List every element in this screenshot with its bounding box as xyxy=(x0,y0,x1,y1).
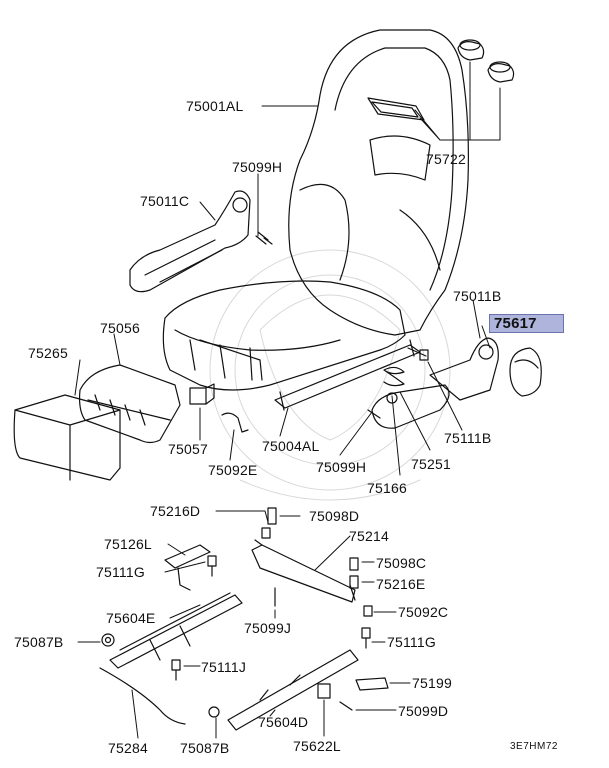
label-75126l[interactable]: 75126L xyxy=(104,536,152,552)
clip-shape xyxy=(221,412,249,433)
label-75111g-lower[interactable]: 75111G xyxy=(387,634,436,650)
label-75214[interactable]: 75214 xyxy=(349,528,389,544)
label-75166[interactable]: 75166 xyxy=(367,480,407,496)
bolt-shape xyxy=(171,659,181,681)
plate-shape xyxy=(355,677,389,691)
seat-frame-shape xyxy=(274,339,421,411)
bolt-shape xyxy=(407,347,429,361)
label-75722[interactable]: 75722 xyxy=(426,151,466,167)
cable-shape xyxy=(99,667,186,725)
label-75098c[interactable]: 75098C xyxy=(376,555,427,571)
bolt-shape xyxy=(361,627,371,649)
label-75111j[interactable]: 75111J xyxy=(201,659,247,675)
label-75099d[interactable]: 75099D xyxy=(398,703,449,719)
seat-back-shape xyxy=(288,29,469,336)
clip-shape xyxy=(363,605,373,617)
label-75092c[interactable]: 75092C xyxy=(398,604,449,620)
label-75111g[interactable]: 75111G xyxy=(96,564,145,580)
label-75284[interactable]: 75284 xyxy=(108,740,148,756)
label-75617[interactable]: 75617 xyxy=(489,314,564,333)
label-75087b-lower[interactable]: 75087B xyxy=(180,740,230,756)
rail-shape xyxy=(251,527,356,603)
label-75099j[interactable]: 75099J xyxy=(244,620,292,636)
screw-shape xyxy=(255,231,273,245)
leader-lines xyxy=(74,61,501,739)
label-75604e[interactable]: 75604E xyxy=(106,610,156,626)
label-75099h-lower[interactable]: 75099H xyxy=(316,459,367,475)
screw-shape xyxy=(339,701,353,711)
label-75622l[interactable]: 75622L xyxy=(293,738,341,754)
side-cover-right-shape xyxy=(429,337,499,401)
headrest-guide-shape xyxy=(367,97,425,121)
label-75087b[interactable]: 75087B xyxy=(14,634,64,650)
label-75057[interactable]: 75057 xyxy=(168,441,208,457)
slide-rail-shape xyxy=(227,649,359,731)
pad-shape xyxy=(78,364,181,444)
spring-shape xyxy=(383,366,405,387)
seat-cushion-shape xyxy=(162,280,406,391)
label-75216d[interactable]: 75216D xyxy=(150,503,201,519)
screw-shape xyxy=(367,409,381,419)
label-75011c[interactable]: 75011C xyxy=(140,193,190,209)
label-75098d[interactable]: 75098D xyxy=(309,508,360,524)
label-75199[interactable]: 75199 xyxy=(412,675,452,691)
nut-shape xyxy=(208,706,220,718)
clip-shape xyxy=(267,507,277,525)
lever-shape xyxy=(371,384,450,429)
guide-cap-shapes xyxy=(457,39,515,83)
label-75004al[interactable]: 75004AL xyxy=(262,438,320,454)
clip-shape xyxy=(317,683,331,699)
slide-rail-shape xyxy=(109,592,243,669)
block-shape xyxy=(13,394,121,481)
connector-shape xyxy=(189,383,215,405)
clip-shape xyxy=(349,557,359,571)
label-75092e[interactable]: 75092E xyxy=(208,462,258,478)
label-75056[interactable]: 75056 xyxy=(100,320,140,336)
side-cover-left-shape xyxy=(129,190,251,293)
label-75251[interactable]: 75251 xyxy=(411,456,451,472)
diagram-code: 3E7HM72 xyxy=(510,741,558,752)
nut-shape xyxy=(101,633,115,647)
clip-shape xyxy=(349,575,359,589)
recliner-knob-shape xyxy=(509,347,542,397)
label-75604d[interactable]: 75604D xyxy=(258,714,309,730)
bracket-shape xyxy=(164,544,211,591)
label-75011b[interactable]: 75011B xyxy=(453,288,502,304)
label-75265[interactable]: 75265 xyxy=(28,345,68,361)
bolt-shape xyxy=(207,555,217,577)
label-75099h[interactable]: 75099H xyxy=(232,159,283,175)
watermark-emblem xyxy=(209,249,451,501)
label-75216e[interactable]: 75216E xyxy=(376,576,426,592)
label-75001al[interactable]: 75001AL xyxy=(186,98,244,114)
label-75111b[interactable]: 75111B xyxy=(444,430,492,446)
